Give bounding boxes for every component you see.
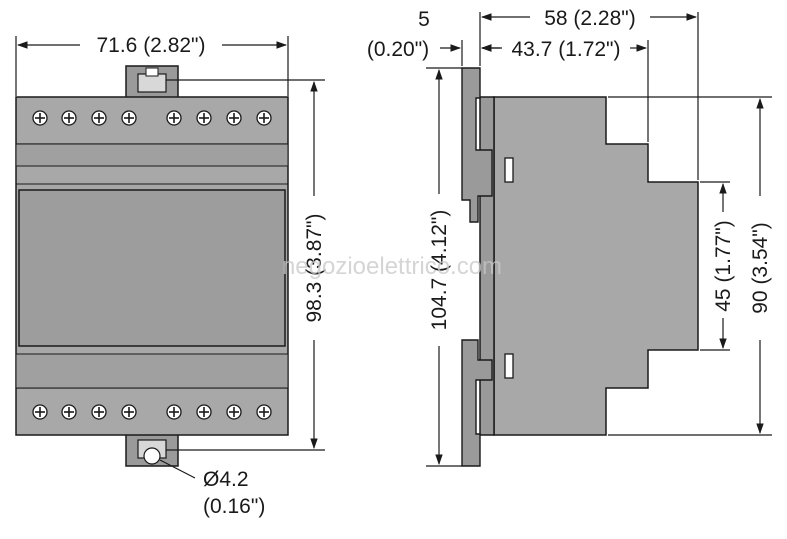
side-flange-label-line2: (0.20") — [367, 38, 429, 61]
side-body — [493, 96, 699, 436]
side-front-height-dimension — [700, 181, 730, 351]
front-width-label: 71.6 (2.82") — [96, 34, 205, 57]
top-terminal-screws — [32, 110, 272, 126]
bottom-clip — [125, 431, 179, 467]
side-clip-flange — [461, 67, 493, 223]
hole-label-line2: (0.16") — [203, 495, 265, 518]
front-height-dimension — [166, 79, 325, 451]
side-clip-flange-bottom — [461, 339, 493, 467]
side-flange-label-line1: 5 — [418, 8, 430, 31]
side-body-height-dimension — [608, 96, 772, 436]
side-front-depth-label: 43.7 (1.72") — [511, 38, 620, 61]
front-width-dimension — [15, 36, 289, 96]
hole-leader-line — [159, 459, 196, 479]
side-view: 5 (0.20") 58 (2.28") 43.7 (1.72") 104.7 … — [367, 7, 772, 467]
side-depth-label: 58 (2.28") — [544, 7, 636, 30]
side-height-label: 104.7 (4.12") — [428, 210, 451, 331]
side-front-depth-dimension — [480, 40, 649, 142]
front-height-label: 98.3 (3.87") — [303, 213, 326, 322]
side-body-height-label: 90 (3.54") — [749, 222, 772, 314]
display-window — [18, 189, 286, 347]
watermark-text: negozioelettrico.com — [282, 253, 502, 280]
side-height-dimension — [426, 67, 462, 467]
side-flange-dimension — [440, 12, 500, 66]
hole-label-line1: Ø4.2 — [203, 468, 249, 491]
side-front-height-label: 45 (1.77") — [712, 220, 735, 312]
side-depth-dimension — [480, 12, 699, 180]
top-clip — [125, 65, 179, 101]
front-view: 71.6 (2.82") 98.3 (3.87") Ø4.2 (0.16") — [15, 34, 326, 518]
